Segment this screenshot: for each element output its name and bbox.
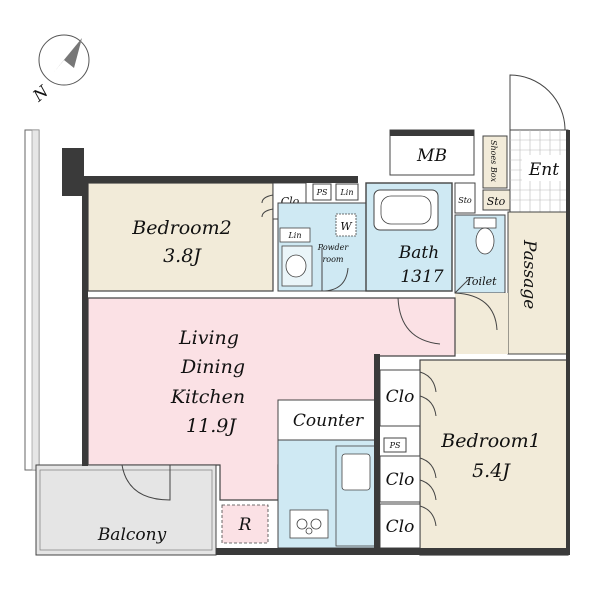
closet-c-door-arc	[419, 505, 437, 527]
powder-room-line2: room	[322, 255, 343, 264]
toilet-door-arc	[454, 277, 471, 294]
bedroom1-closet-b	[379, 455, 421, 503]
meter-box	[389, 129, 475, 176]
counter-top	[277, 399, 377, 441]
counter-label: Counter	[293, 411, 364, 431]
stove	[289, 509, 329, 539]
washer-label: W	[340, 220, 353, 233]
linen-powder-label: Lin	[287, 231, 301, 240]
bedroom1-closet-b-label: Clo	[386, 470, 415, 490]
balcony-label: Balcony	[97, 525, 167, 545]
bathtub-inner-icon	[380, 195, 432, 225]
bedroom2-floor	[87, 182, 274, 292]
entrance-label: Ent	[528, 160, 559, 180]
closet-a-door-arc	[419, 371, 437, 417]
ldk-size: 11.9J	[186, 415, 237, 437]
fridge-label: R	[238, 515, 252, 535]
bedroom1-floor	[419, 359, 569, 556]
passage-label: Passage	[519, 239, 539, 309]
burner-left-icon	[296, 518, 308, 530]
bedroom1-name: Bedroom1	[440, 430, 540, 452]
entrance-door-arc	[509, 74, 566, 131]
linen-powder-box	[279, 227, 311, 243]
south-exterior-wall	[216, 548, 570, 555]
east-exterior-wall	[566, 130, 570, 555]
burner-small-icon	[305, 527, 313, 535]
ps-top-box	[312, 183, 332, 201]
bedroom2-name: Bedroom2	[131, 217, 231, 239]
basin-bowl-icon	[285, 254, 307, 278]
ps-mid-label: PS	[389, 441, 401, 450]
bedroom1-west-wall	[374, 354, 380, 554]
toilet-label: Toilet	[465, 275, 497, 288]
compass: N	[28, 34, 90, 106]
ldk-door-arc	[397, 297, 441, 345]
structural-column	[62, 148, 84, 196]
compass-needle-icon	[54, 38, 82, 72]
ldk-line2: Dining	[180, 356, 245, 378]
bedroom1-closet-c-label: Clo	[386, 517, 415, 537]
compass-north-label: N	[28, 81, 52, 106]
meter-box-wall	[390, 130, 474, 136]
bedroom1-closet-a-label: Clo	[386, 387, 415, 407]
burner-right-icon	[310, 518, 322, 530]
meter-box-label: MB	[416, 146, 447, 166]
bath-size: 1317	[400, 267, 443, 287]
entrance-floor	[509, 129, 569, 213]
linen-top-box	[335, 183, 359, 201]
passage-door-arc	[454, 292, 498, 331]
toilet-bowl-icon	[475, 227, 495, 255]
powder-room-line1: Powder	[317, 243, 350, 252]
powder-door-arc	[321, 248, 349, 292]
bath-name: Bath	[398, 243, 439, 263]
toilet-storage-label: Sto	[458, 196, 472, 205]
bedroom2-size: 3.8J	[163, 245, 202, 267]
shoes-box	[482, 135, 508, 189]
north-interior-wall	[88, 176, 358, 183]
bedroom1-size: 5.4J	[472, 460, 511, 482]
closet-door-arc	[261, 194, 274, 218]
passage-extension	[455, 293, 508, 354]
ps-mid-box	[383, 437, 407, 453]
entrance-storage-label: Sto	[487, 195, 506, 208]
toilet-tank-icon	[473, 217, 497, 229]
shoes-box-label: Shoes Box	[489, 140, 498, 183]
fridge-space	[221, 504, 269, 544]
bedroom1-closet-a	[379, 369, 421, 427]
washer-space	[335, 213, 357, 237]
balcony-rail	[39, 469, 213, 551]
closet-b-door-arc	[419, 457, 437, 501]
west-interior-wall	[82, 176, 88, 466]
balcony-door-arc	[121, 464, 171, 501]
compass-needle-shade	[64, 38, 82, 68]
kitchen-sink-icon	[341, 453, 371, 491]
linen-top-label: Lin	[339, 188, 353, 197]
west-balcony	[24, 129, 40, 471]
ldk-line3: Kitchen	[170, 386, 245, 408]
balcony-floor	[35, 464, 217, 556]
ps-top-label: PS	[316, 188, 328, 197]
toilet-storage-box	[454, 182, 476, 214]
ldk-line1: Living	[178, 327, 239, 349]
